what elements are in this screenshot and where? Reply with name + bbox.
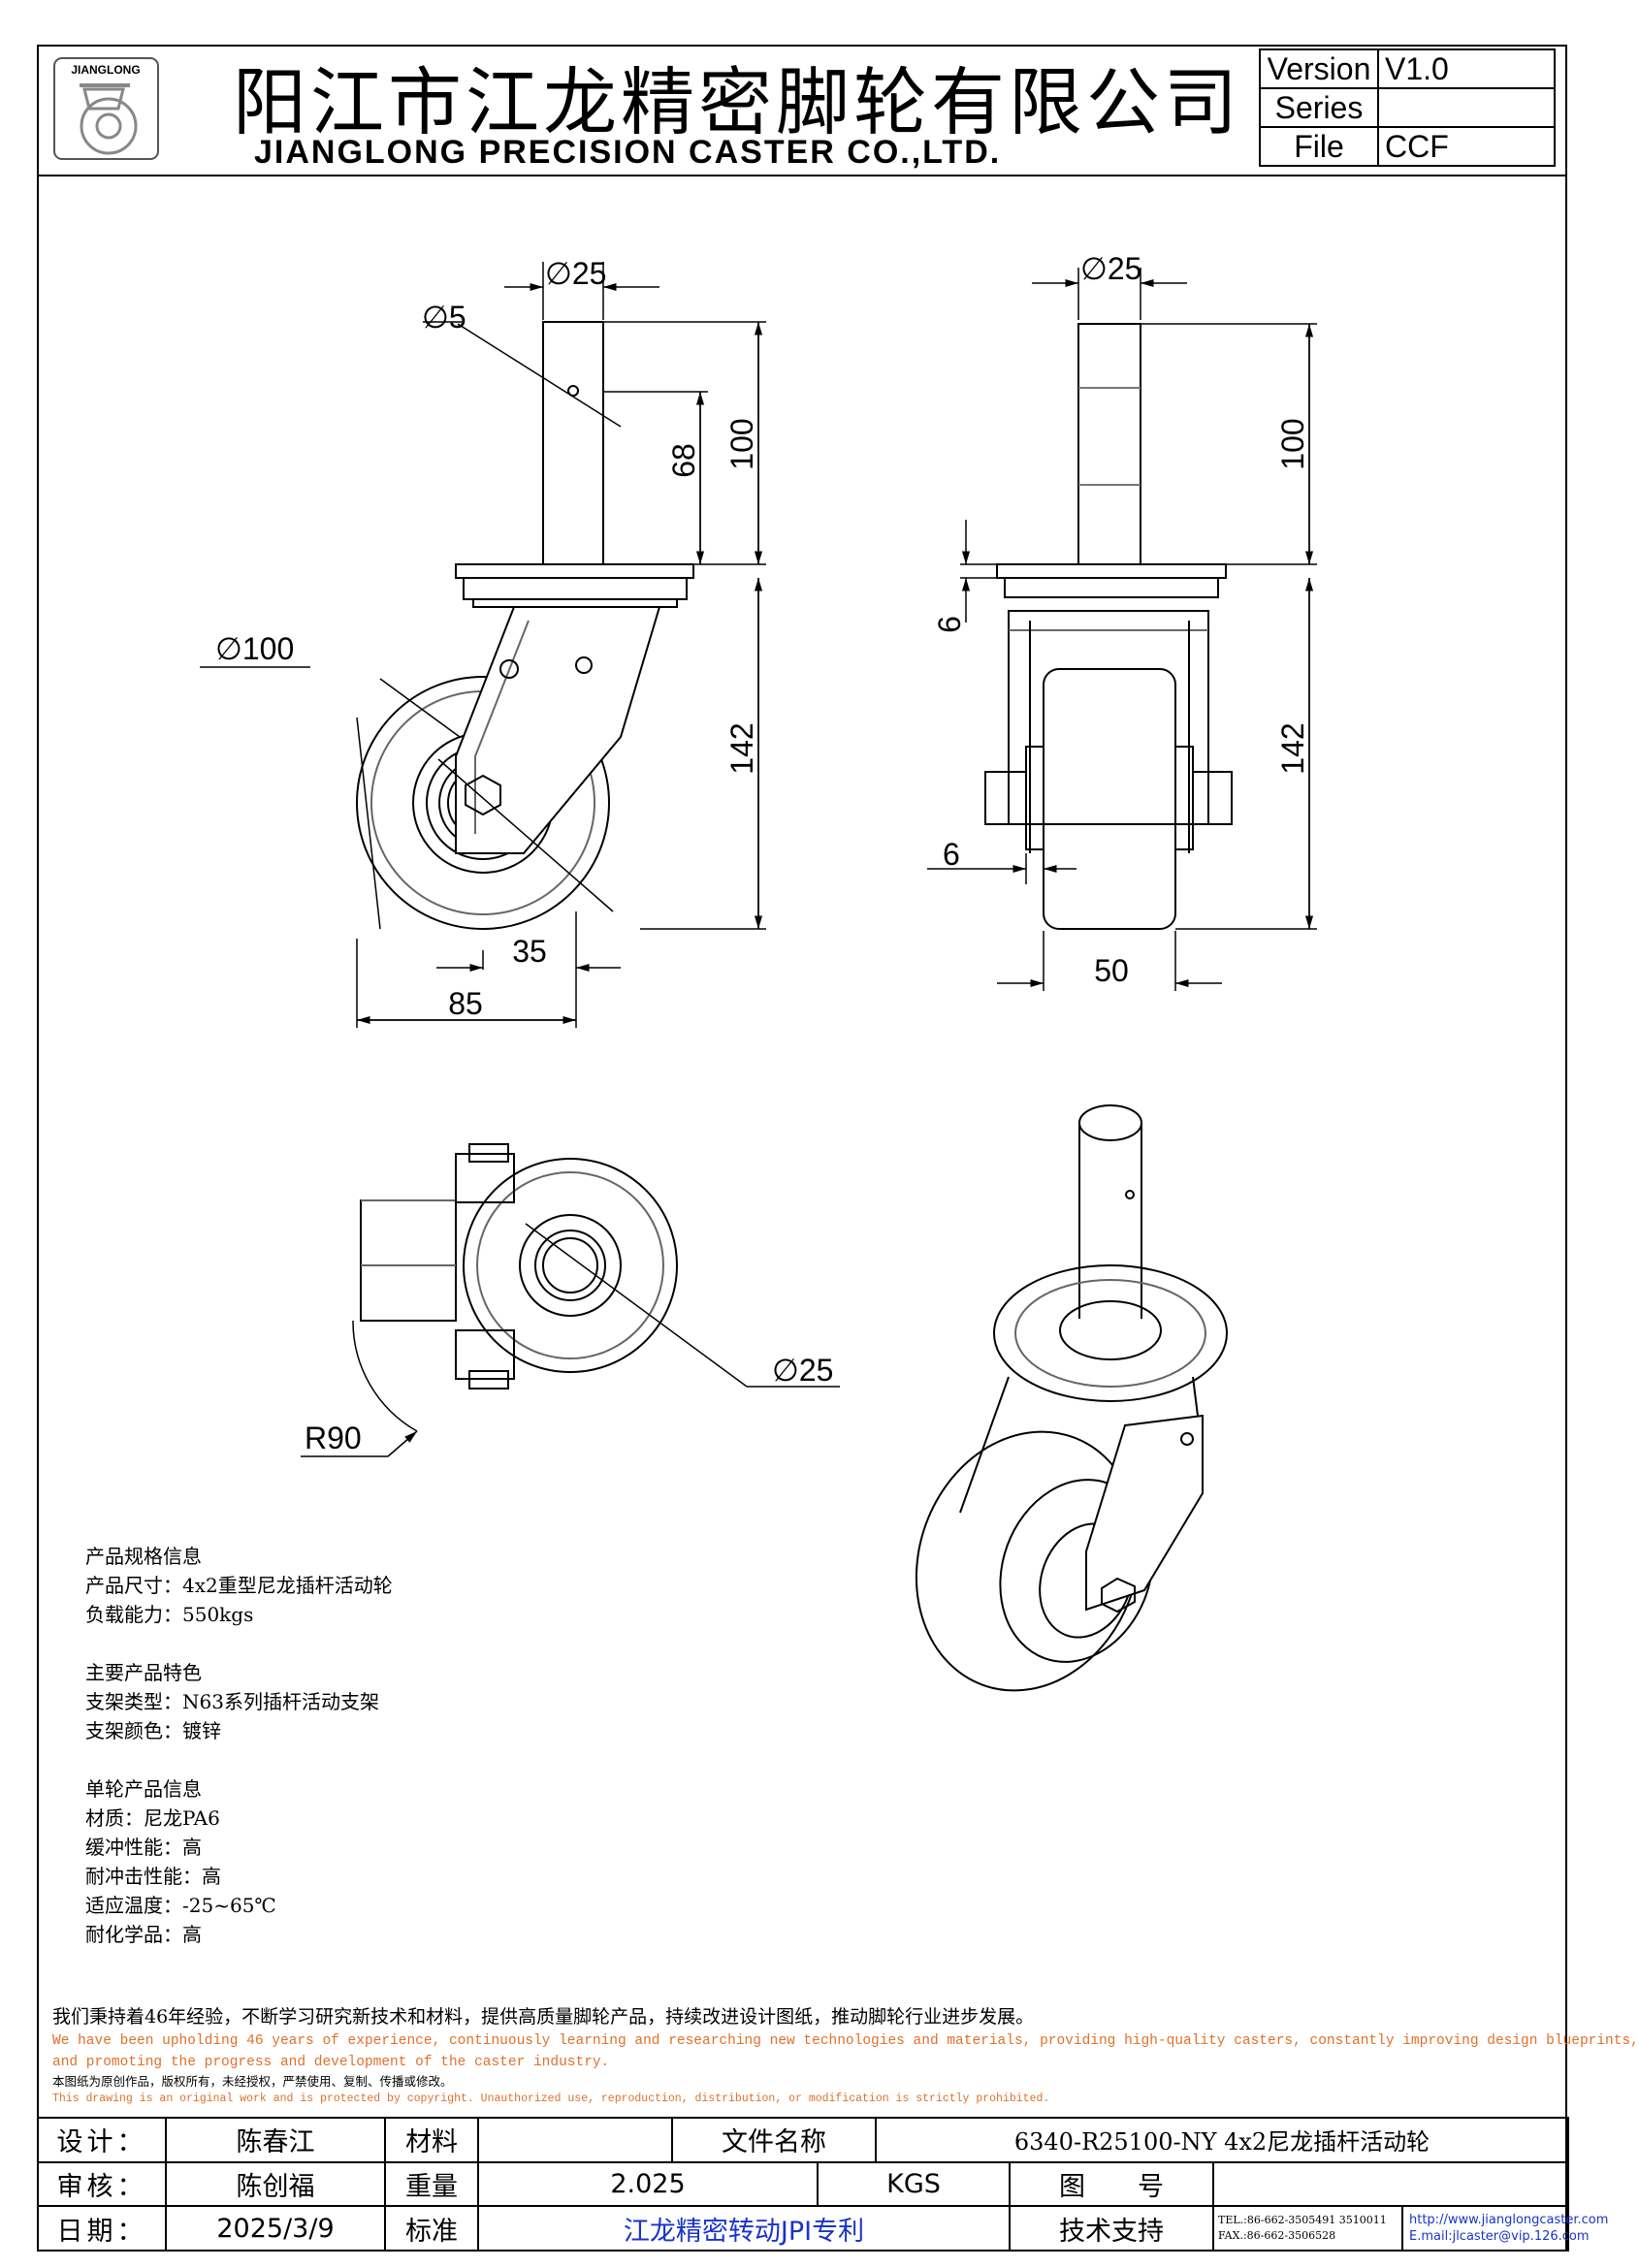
material-label: 材料 [384,2117,479,2163]
fax: FAX.:86-662-3506528 [1218,2229,1336,2243]
dim-h100-side: 100 [724,418,759,469]
contact-phone: TEL.:86-662-3505491 3510011 FAX.:86-662-… [1212,2205,1403,2252]
weight-value: 2.025 [477,2160,819,2208]
tel: TEL.:86-662-3505491 3510011 [1218,2214,1387,2227]
top-view [360,1143,678,1390]
dim-r90: R90 [305,1421,362,1455]
filename-value: 6340-R25100-NY 4x2尼龙插杆活动轮 [874,2117,1570,2163]
company-name-en: JIANGLONG PRECISION CASTER CO.,LTD. [254,134,1002,171]
dim-h142-side: 142 [724,722,759,774]
version-table: Version V1.0 Series File CCF [1259,48,1556,167]
tech-support-label: 技术支持 [1009,2205,1214,2252]
standard-value: 江龙精密转动JPI专利 [477,2205,1011,2252]
notes: 我们秉持着46年经验，不断学习研究新技术和材料，提供高质量脚轮产品，持续改进设计… [52,2004,1639,2108]
spec-size: 产品尺寸：4x2重型尼龙插杆活动轮 [85,1574,393,1597]
drawing-number-label: 图 号 [1009,2160,1214,2208]
spec-title-3: 单轮产品信息 [85,1777,202,1801]
version-label: Version [1259,48,1379,89]
review-value: 陈创福 [165,2160,386,2208]
date-value: 2025/3/9 [165,2205,386,2252]
dim-h6: 6 [932,616,967,633]
spec-chemical: 耐化学品：高 [85,1923,202,1946]
design-value: 陈春江 [165,2117,386,2163]
series-value [1377,87,1556,128]
top-view-dimensions [301,1223,840,1457]
file-value: CCF [1377,126,1556,167]
drawing-frame [37,45,1567,2252]
product-spec: 产品规格信息 产品尺寸：4x2重型尼龙插杆活动轮 负载能力：550kgs 主要产… [85,1542,393,1949]
contact-web: http://www.jianglongcaster.com E.mail:jl… [1400,2205,1609,2252]
date-label: 日期： [37,2205,167,2252]
side-view-dimensions [200,262,766,1028]
email-link[interactable]: E.mail:jlcaster@vip.126.com [1409,2229,1590,2245]
spec-load: 负载能力：550kgs [85,1603,254,1626]
material-value [477,2117,673,2163]
note-cn-1: 我们秉持着46年经验，不断学习研究新技术和材料，提供高质量脚轮产品，持续改进设计… [52,2006,1035,2028]
title-block: 设计： 陈春江 材料 文件名称 6340-R25100-NY 4x2尼龙插杆活动… [37,2117,1609,2252]
note-cn-2: 本图纸为原创作品，版权所有，未经授权，严禁使用、复制、传播或修改。 [52,2074,453,2089]
dim-h142-front: 142 [1275,722,1310,774]
front-view [984,323,1233,930]
series-label: Series [1259,87,1379,128]
logo-text: JIANGLONG [71,63,140,77]
dim-w50: 50 [1094,953,1129,988]
spec-temperature: 适应温度：-25~65℃ [85,1894,276,1917]
dim-w6: 6 [943,837,960,872]
technical-drawings: ∅25 ∅5 68 100 ∅100 142 35 85 [200,251,1317,1692]
company-logo: JIANGLONG [50,50,162,165]
dim-h100-front: 100 [1275,418,1310,469]
spec-title-2: 主要产品特色 [85,1661,202,1684]
website-link[interactable]: http://www.jianglongcaster.com [1409,2213,1609,2228]
spec-material: 材质：尼龙PA6 [85,1806,220,1830]
design-label: 设计： [37,2117,167,2163]
note-en-1b: and promoting the progress and developme… [52,2055,610,2070]
note-en-1a: We have been upholding 46 years of exper… [52,2033,1639,2049]
isometric-view [915,1104,1228,1692]
spec-title-1: 产品规格信息 [85,1545,202,1568]
dim-d25-front: ∅25 [1080,251,1141,286]
dim-d25-top: ∅25 [772,1353,833,1388]
spec-bracket-color: 支架颜色：镀锌 [85,1719,221,1742]
dim-d5: ∅5 [422,300,466,335]
side-view [356,321,694,930]
company-name-cn: 阳江市江龙精密脚轮有限公司 [233,59,1241,145]
standard-label: 标准 [384,2205,479,2252]
file-label: File [1259,126,1379,167]
dim-w35: 35 [512,934,547,969]
spec-impact: 耐冲击性能：高 [85,1865,221,1888]
dim-d100: ∅100 [215,631,294,666]
dim-d25-side: ∅25 [545,256,606,291]
front-view-dimensions [927,268,1317,991]
note-en-2: This drawing is an original work and is … [52,2092,1050,2105]
spec-bracket-type: 支架类型：N63系列插杆活动支架 [85,1690,379,1713]
dim-h68: 68 [666,443,701,478]
drawing-number-value [1211,2160,1570,2208]
review-label: 审核： [37,2160,167,2208]
spec-buffer: 缓冲性能：高 [85,1836,202,1859]
header-divider [37,175,1567,176]
weight-label: 重量 [384,2160,479,2208]
dim-w85: 85 [448,986,483,1021]
filename-label: 文件名称 [671,2117,877,2163]
version-value: V1.0 [1377,48,1556,89]
weight-unit: KGS [817,2160,1011,2208]
